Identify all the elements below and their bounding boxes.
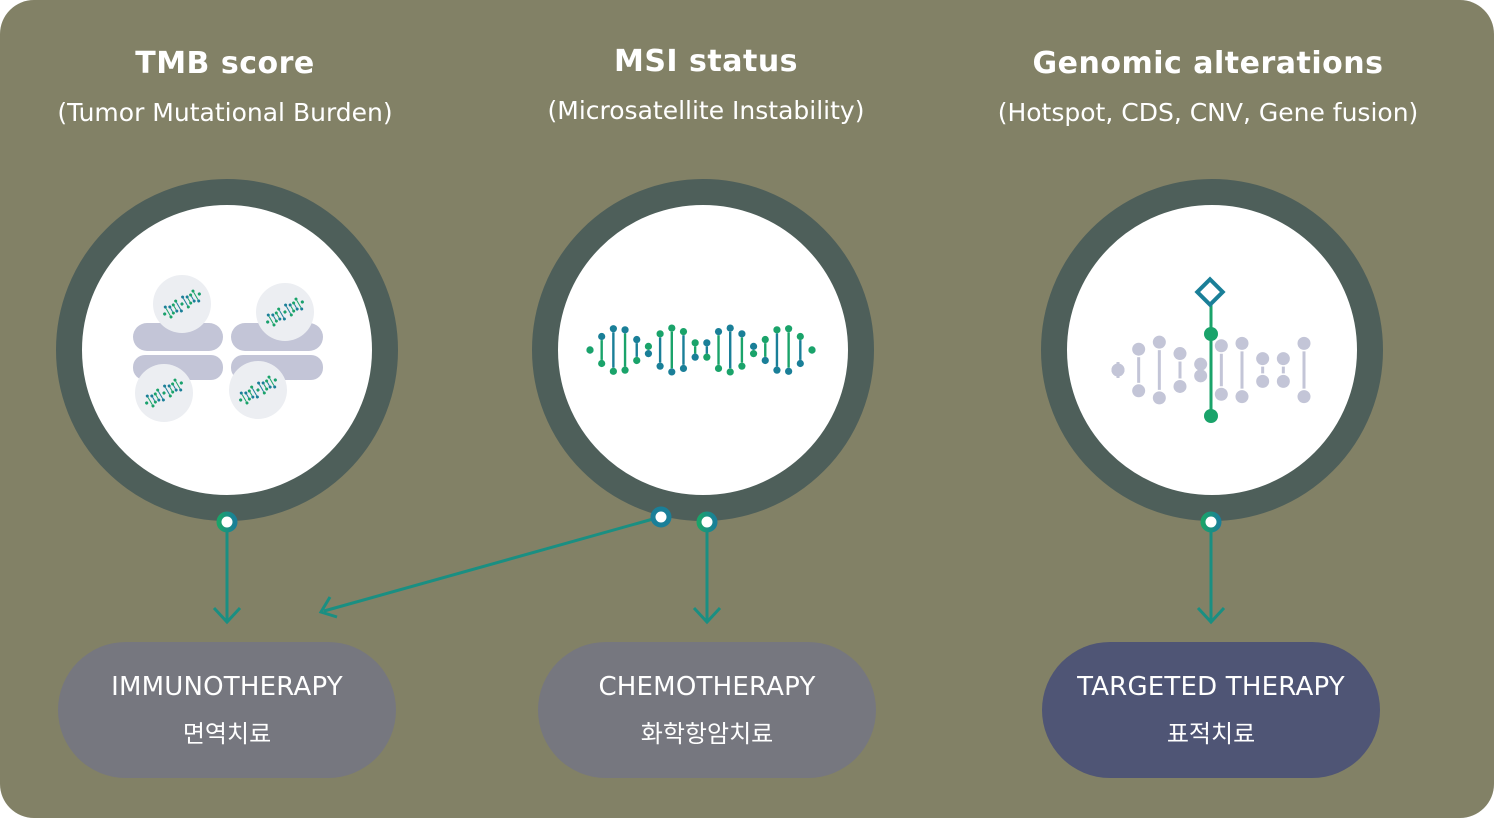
therapy-name-ko: 면역치료: [182, 719, 272, 748]
therapy-name: TARGETED THERAPY: [1077, 671, 1345, 702]
connector-tmb-to-immuno: [212, 511, 242, 625]
therapy-pill-immunotherapy: IMMUNOTHERAPY 면역치료: [58, 642, 396, 778]
connector-msi-to-chemo: [692, 511, 722, 625]
column-title-tmb: TMB score: [135, 46, 315, 81]
cell-dna-icon: [133, 275, 323, 422]
column-subtitle-tmb: (Tumor Mutational Burden): [57, 98, 393, 127]
therapy-name-ko: 표적치료: [1166, 719, 1256, 748]
therapy-name: CHEMOTHERAPY: [598, 671, 816, 702]
therapy-pill-targeted: TARGETED THERAPY 표적치료: [1042, 642, 1380, 778]
connector-msi-to-immuno: [318, 506, 672, 619]
connector-genomic-to-targeted: [1196, 511, 1226, 625]
column-title-msi: MSI status: [613, 44, 799, 79]
therapy-pill-chemotherapy: CHEMOTHERAPY 화학항암치료: [538, 642, 876, 778]
dna-strand-icon: [586, 324, 816, 376]
column-subtitle-msi: (Microsatellite Instability): [547, 96, 865, 125]
therapy-name: IMMUNOTHERAPY: [111, 671, 343, 702]
column-subtitle-genomic: (Hotspot, CDS, CNV, Gene fusion): [997, 98, 1419, 127]
column-title-genomic: Genomic alterations: [1032, 46, 1384, 81]
circle-tmb: [56, 179, 398, 521]
gene-alteration-icon: [1111, 276, 1311, 423]
therapy-name-ko: 화학항암치료: [640, 719, 774, 748]
circle-msi: [532, 179, 874, 521]
